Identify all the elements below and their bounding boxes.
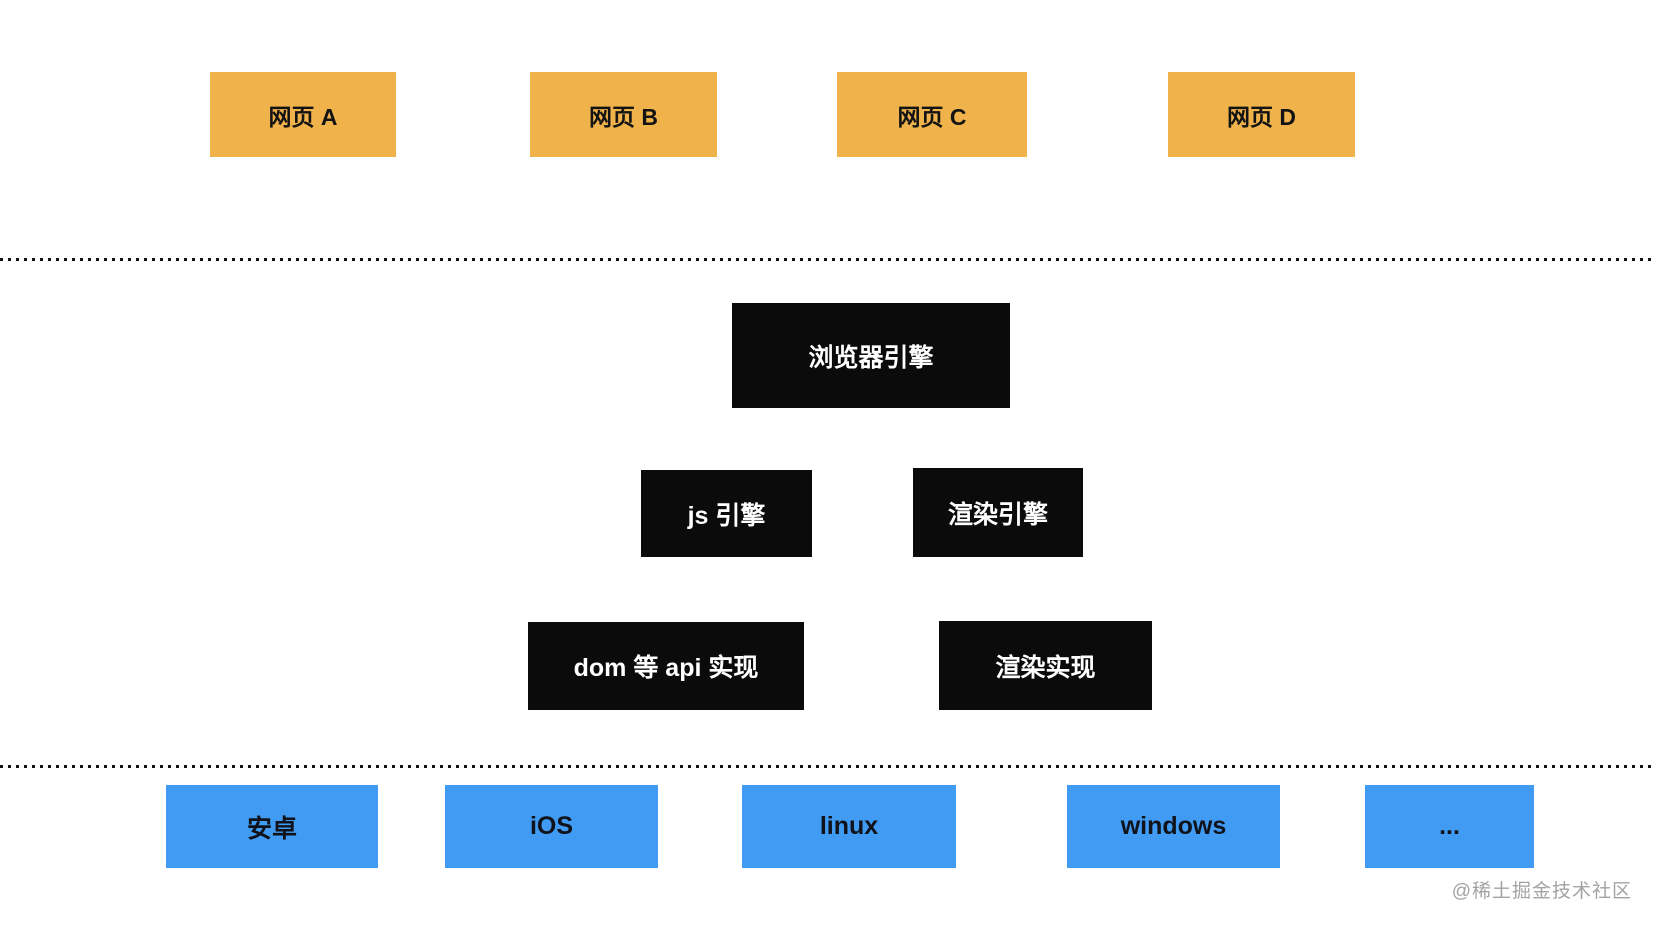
webpage-c-label: 网页 C — [897, 103, 967, 130]
webpage-a-label: 网页 A — [268, 103, 338, 130]
webpage-d-box: 网页 D — [1168, 72, 1355, 157]
webpage-d-label: 网页 D — [1227, 103, 1296, 130]
browser-engine-label: 浏览器引擎 — [808, 343, 934, 372]
dotted-separator-top — [0, 258, 1656, 261]
webpage-c-box: 网页 C — [837, 72, 1027, 157]
os-more-box: ... — [1365, 785, 1534, 868]
os-linux-box: linux — [742, 785, 956, 868]
os-more-label: ... — [1439, 812, 1460, 840]
browser-engine-box: 浏览器引擎 — [732, 303, 1010, 408]
os-linux-label: linux — [819, 812, 879, 840]
os-windows-box: windows — [1067, 785, 1280, 868]
juejin-watermark: @稀土掘金技术社区 — [1451, 881, 1632, 902]
os-ios-box: iOS — [445, 785, 658, 868]
os-android-label: 安卓 — [246, 814, 297, 843]
render-engine-box: 渲染引擎 — [913, 468, 1083, 557]
webpage-b-box: 网页 B — [530, 72, 717, 157]
render-engine-label: 渲染引擎 — [947, 500, 1048, 529]
webpage-b-label: 网页 B — [589, 103, 658, 130]
dom-api-impl-box: dom 等 api 实现 — [528, 622, 804, 710]
os-ios-label: iOS — [529, 812, 574, 840]
webpage-a-box: 网页 A — [210, 72, 396, 157]
dotted-separator-bottom — [0, 765, 1656, 768]
os-android-box: 安卓 — [166, 785, 378, 868]
render-impl-label: 渲染实现 — [995, 653, 1096, 682]
js-engine-box: js 引擎 — [641, 470, 812, 557]
dom-api-impl-label: dom 等 api 实现 — [573, 654, 759, 682]
os-windows-label: windows — [1120, 812, 1227, 840]
js-engine-label: js 引擎 — [687, 501, 766, 530]
render-impl-box: 渲染实现 — [939, 621, 1152, 710]
